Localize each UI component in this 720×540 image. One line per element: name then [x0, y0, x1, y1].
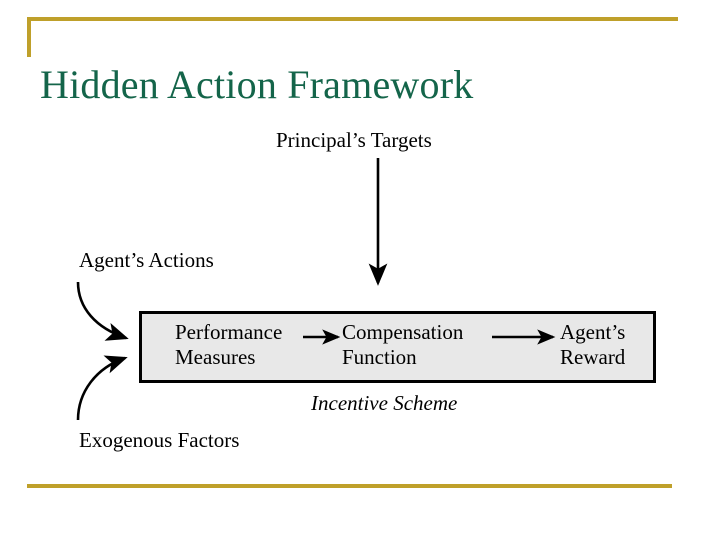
label-exogenous-factors-line1: Exogenous: [79, 428, 173, 452]
page-title: Hidden Action Framework: [40, 62, 474, 107]
node-agents-reward-line2: Reward: [560, 345, 626, 369]
node-agents-reward: Agent’s Reward: [560, 320, 625, 370]
decorative-left-rule: [27, 17, 31, 57]
label-incentive-scheme: Incentive Scheme: [311, 391, 458, 415]
node-compensation-function-line1: Compensation: [342, 320, 464, 344]
node-performance-measures-line1: Performance: [175, 320, 283, 344]
incentive-scheme-box: [139, 311, 656, 383]
node-agents-reward-line1: Agent’s: [560, 320, 626, 344]
label-principals-targets: Principal’s Targets: [276, 128, 432, 152]
arrow-agents-actions-curve: [76, 281, 129, 341]
node-compensation-function: Compensation Function: [342, 320, 463, 370]
node-performance-measures-line2: Measures: [175, 345, 256, 369]
arrow-exogenous-factors-curve: [76, 355, 128, 421]
decorative-top-rule: [27, 17, 678, 21]
label-exogenous-factors-line2: Factors: [177, 428, 240, 452]
decorative-bottom-rule: [27, 484, 672, 488]
node-compensation-function-line2: Function: [342, 345, 417, 369]
label-exogenous-factors: Exogenous Factors: [79, 428, 239, 453]
label-agents-actions: Agent’s Actions: [79, 248, 214, 272]
node-performance-measures: Performance Measures: [175, 320, 282, 370]
